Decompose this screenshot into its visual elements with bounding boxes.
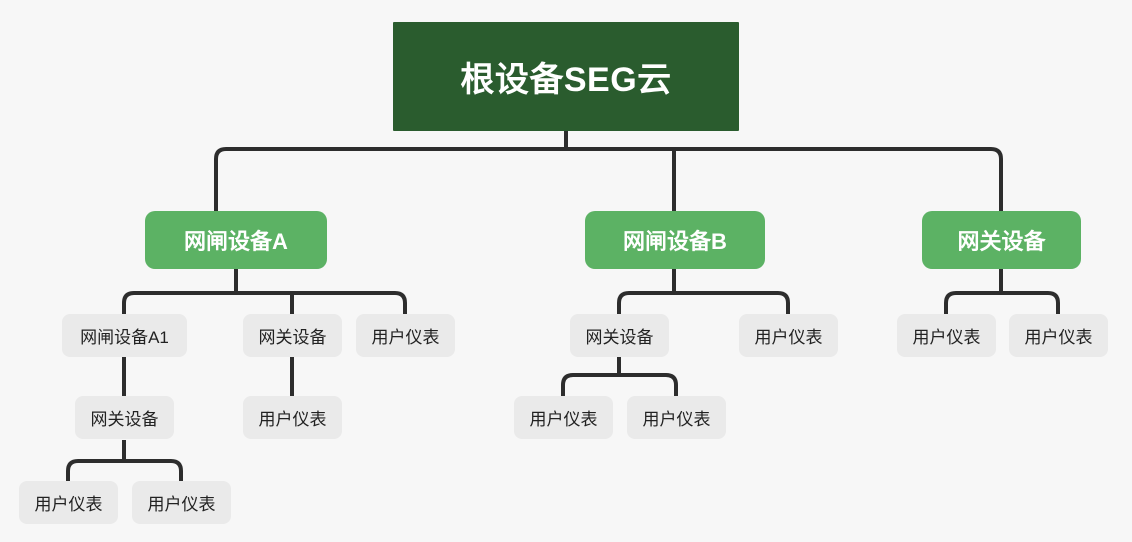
edge-b1-to-l2 [619, 373, 678, 396]
node-root-seg-cloud[interactable]: 根设备SEG云 [393, 22, 739, 131]
node-gateway-device-a1[interactable]: 网闸设备A1 [62, 314, 187, 357]
node-a2-child-user-meter[interactable]: 用户仪表 [243, 396, 342, 439]
edge-a11-to-l2 [124, 459, 183, 481]
node-c-child-user-meter-2[interactable]: 用户仪表 [1009, 314, 1108, 357]
node-b-child-gateway[interactable]: 网关设备 [570, 314, 669, 357]
edge-b-to-b1 [617, 291, 674, 314]
edge-a-to-a3 [236, 291, 407, 314]
node-gateway-device-b[interactable]: 网闸设备B [585, 211, 765, 269]
node-a11-child-user-meter-2[interactable]: 用户仪表 [132, 481, 231, 524]
edge-b1-to-l1 [561, 373, 619, 396]
edge-a11-to-l1 [66, 459, 124, 481]
edge-a-to-a1 [122, 291, 236, 314]
edge-root-to-a [214, 147, 566, 211]
node-a-child-user-meter[interactable]: 用户仪表 [356, 314, 455, 357]
edge-a-to-a2 [236, 291, 294, 314]
node-gateway-equipment[interactable]: 网关设备 [922, 211, 1081, 269]
node-b-child-user-meter[interactable]: 用户仪表 [739, 314, 838, 357]
edge-root-to-c [566, 147, 1003, 211]
edge-b-to-b2 [674, 291, 790, 314]
node-b1-child-user-meter-2[interactable]: 用户仪表 [627, 396, 726, 439]
node-c-child-user-meter-1[interactable]: 用户仪表 [897, 314, 996, 357]
node-a11-child-user-meter-1[interactable]: 用户仪表 [19, 481, 118, 524]
node-a-child-gateway[interactable]: 网关设备 [243, 314, 342, 357]
edge-root-to-b [566, 147, 676, 211]
node-gateway-device-a[interactable]: 网闸设备A [145, 211, 327, 269]
edge-c-to-c2 [1001, 291, 1060, 314]
node-a1-child-gateway[interactable]: 网关设备 [75, 396, 174, 439]
edge-c-to-c1 [944, 291, 1001, 314]
node-b1-child-user-meter-1[interactable]: 用户仪表 [514, 396, 613, 439]
